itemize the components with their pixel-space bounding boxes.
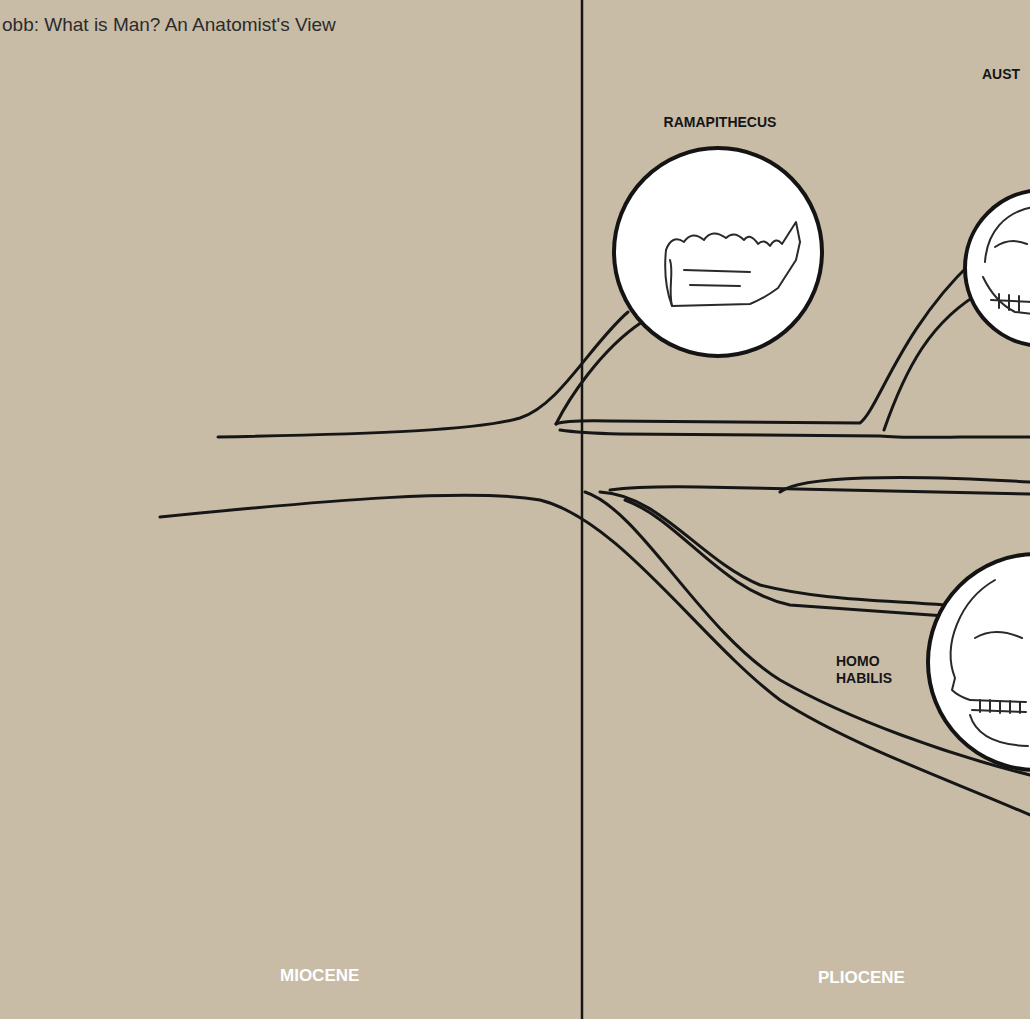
fossil-line: [666, 222, 800, 250]
fossil-line: [975, 632, 1022, 638]
fossil-line: [684, 270, 750, 286]
specimen-label: HOMO HABILIS: [836, 653, 906, 687]
page-title: obb: What is Man? An Anatomist's View: [2, 14, 336, 36]
epoch-label: MIOCENE: [280, 966, 359, 986]
branch-line: [600, 492, 945, 605]
branch-line: [780, 477, 1030, 492]
fossil-line: [991, 300, 1030, 302]
branch-line: [560, 430, 1030, 437]
fossil-sketch: [665, 222, 800, 306]
branch-line: [625, 500, 945, 616]
fossil-line: [951, 580, 995, 700]
specimen-circle-figure: [955, 62, 1030, 352]
fossil-sketch: [951, 580, 1028, 746]
specimen-circle: [928, 554, 1030, 770]
fossil-line: [665, 242, 800, 306]
epoch-divider: [581, 0, 584, 1019]
specimen-circle: [614, 148, 822, 356]
fossil-sketch: [983, 207, 1030, 314]
specimen-node: HOMO HABILIS: [830, 550, 1030, 780]
fossil-line: [985, 207, 1030, 262]
branch-line: [556, 322, 642, 424]
fossil-line: [670, 260, 672, 306]
fossil-line: [980, 700, 1020, 713]
specimen-label: AUST: [982, 66, 1030, 83]
specimen-node: RAMAPITHECUS: [600, 110, 840, 370]
branch-line: [160, 495, 1030, 815]
fossil-line: [999, 294, 1019, 311]
branch-line: [218, 312, 628, 437]
specimen-circle: [965, 190, 1030, 346]
fossil-line: [983, 277, 1030, 314]
specimen-label: RAMAPITHECUS: [600, 114, 840, 131]
fossil-line: [970, 715, 1028, 746]
specimen-node: AUST: [955, 62, 1030, 352]
branch-line: [884, 290, 985, 430]
branch-line: [610, 487, 1030, 494]
specimen-circle-figure: [600, 110, 840, 370]
fossil-line: [995, 241, 1027, 247]
fossil-line: [970, 700, 1026, 702]
epoch-label: PLIOCENE: [818, 968, 905, 988]
